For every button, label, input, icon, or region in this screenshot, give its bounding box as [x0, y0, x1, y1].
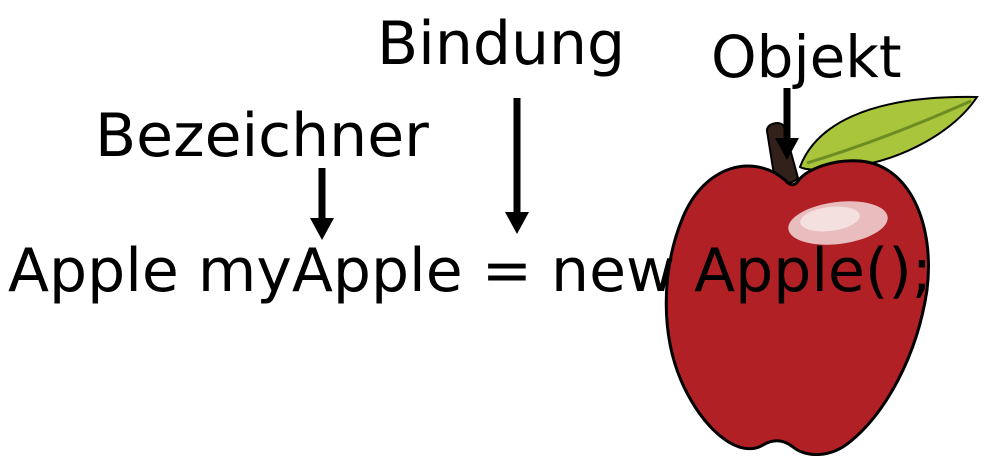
arrow-down-objekt-icon [775, 88, 799, 160]
apple-highlight-inner [800, 206, 860, 232]
arrow-down-bezeichner-icon [310, 168, 334, 240]
label-bindung: Bindung [377, 9, 626, 79]
code-statement: Apple myApple = new Apple(); [8, 236, 932, 306]
apple-illustration [664, 95, 979, 457]
apple-leaf-vein [806, 99, 972, 165]
arrow-down-bindung-icon [505, 98, 529, 234]
label-bezeichner: Bezeichner [95, 101, 429, 171]
label-objekt: Objekt [711, 23, 902, 91]
apple-leaf [798, 95, 979, 171]
apple-body [664, 159, 930, 457]
